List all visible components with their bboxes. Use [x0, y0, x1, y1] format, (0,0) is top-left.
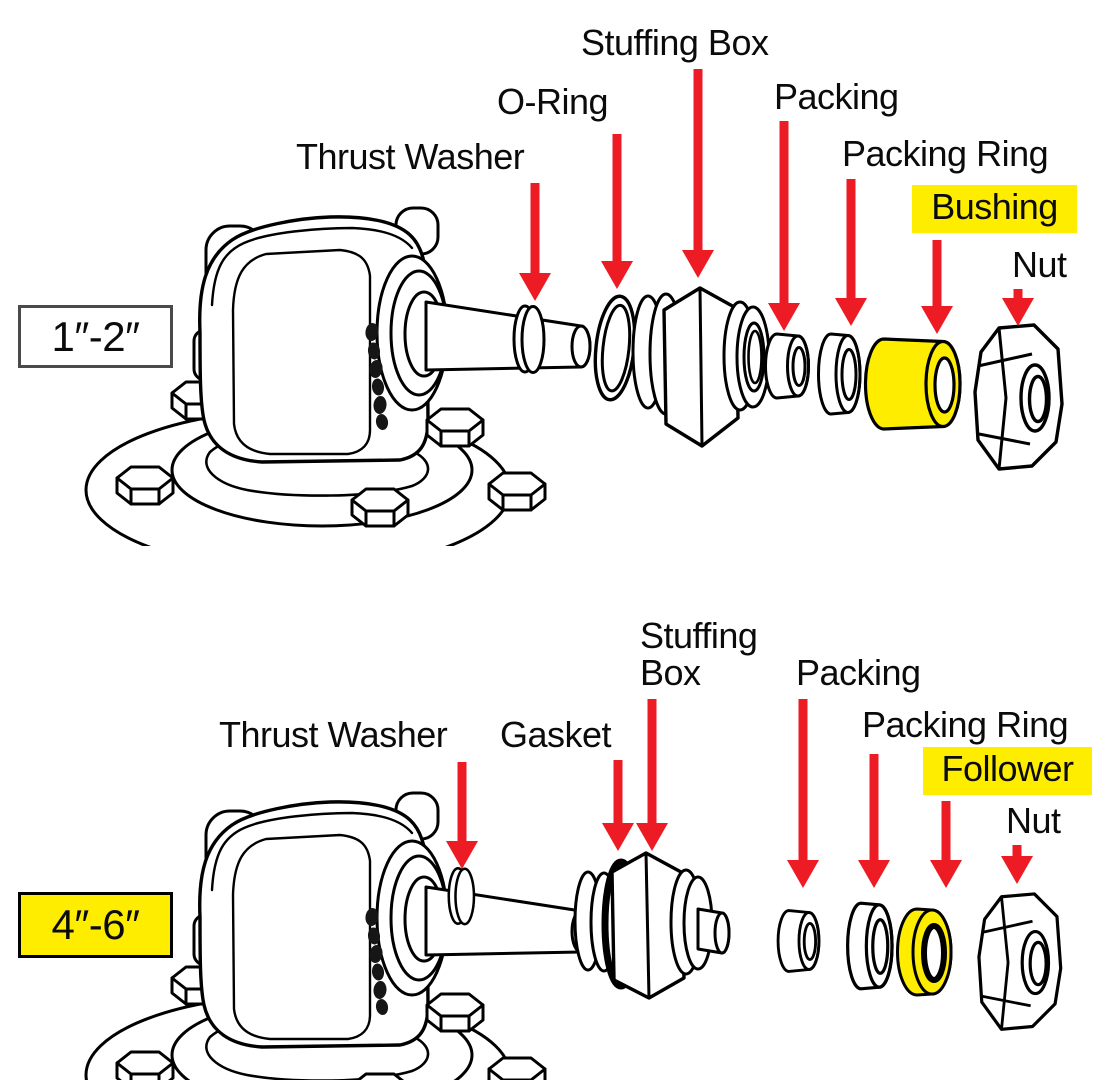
thrust-washer-part-bottom: [447, 867, 476, 926]
arrow-thrust-washer-top: [519, 183, 551, 301]
size-range-box-bottom: 4″-6″: [18, 892, 173, 958]
stuffing-box-part-top: [631, 286, 771, 448]
arrow-o-ring-top: [601, 134, 633, 289]
label-packing-ring-top: Packing Ring: [842, 133, 1049, 174]
nut-part-bottom: [977, 892, 1063, 1031]
label-bushing-highlighted: Bushing: [912, 185, 1077, 233]
label-follower-highlighted: Follower: [923, 747, 1092, 795]
arrow-stuffing-box-bottom: [636, 699, 668, 851]
label-stuffing-box-bottom: Stuffing Box: [640, 615, 758, 694]
label-stuffing-box-top: Stuffing Box: [581, 22, 769, 63]
arrow-stuffing-box-top: [682, 69, 714, 278]
arrow-packing-ring-bottom: [858, 754, 890, 888]
size-range-box-top: 1″-2″: [18, 305, 173, 368]
arrow-follower-bottom: [930, 801, 962, 888]
arrow-packing-ring-top: [835, 179, 867, 326]
arrow-packing-bottom: [787, 699, 819, 888]
thrust-washer-part-top: [512, 304, 546, 374]
label-packing-ring-bottom: Packing Ring: [862, 704, 1069, 745]
label-nut-bottom: Nut: [1006, 800, 1061, 841]
stuffing-box-part-bottom: [573, 851, 731, 1000]
arrow-bushing-top: [921, 240, 953, 334]
o-ring-part: [593, 294, 637, 402]
arrow-thrust-washer-bottom: [446, 762, 478, 869]
label-packing-bottom: Packing: [796, 652, 921, 693]
arrow-nut-top: [1002, 289, 1034, 326]
label-nut-top: Nut: [1012, 244, 1067, 285]
label-packing-top: Packing: [774, 76, 899, 117]
packing-part-top: [764, 332, 810, 400]
label-thrust-washer-bottom: Thrust Washer: [219, 714, 448, 755]
arrow-gasket-bottom: [602, 760, 634, 851]
arrow-nut-bottom: [1001, 845, 1033, 884]
nut-part-top: [973, 323, 1064, 471]
valve-body-top: [86, 208, 590, 570]
packing-part-bottom: [776, 909, 821, 973]
label-o-ring-top: O-Ring: [497, 81, 609, 122]
packing-ring-part-bottom: [846, 901, 894, 991]
packing-ring-part-top: [817, 332, 862, 416]
arrow-packing-top: [768, 121, 800, 331]
follower-part: [896, 907, 953, 997]
bushing-part: [863, 337, 962, 431]
label-thrust-washer-top: Thrust Washer: [296, 136, 525, 177]
callout-arrows: [446, 69, 1034, 888]
label-gasket-bottom: Gasket: [500, 714, 612, 755]
